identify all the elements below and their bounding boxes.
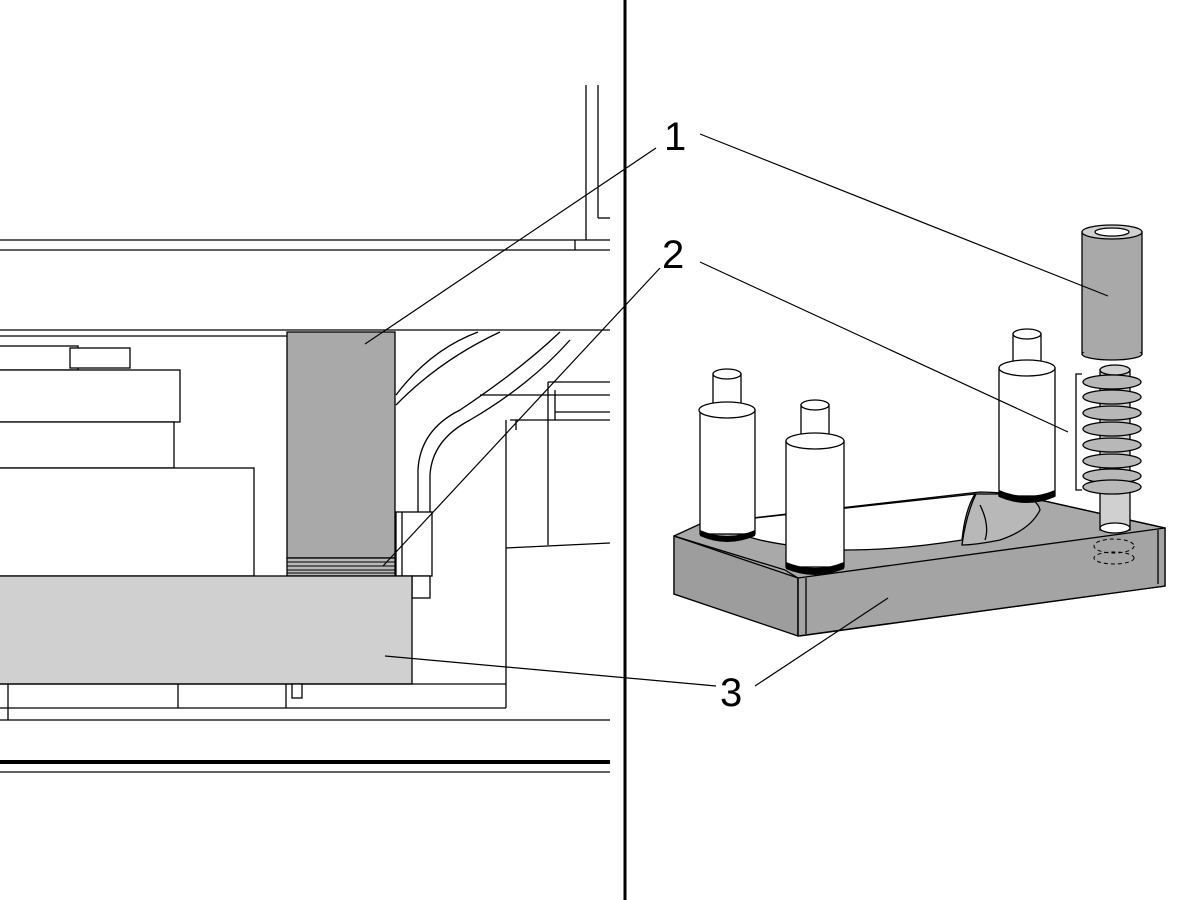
callout-3: 3: [720, 671, 742, 715]
callout-1: 1: [664, 115, 686, 159]
installed-view-panel: [0, 85, 611, 773]
leader-lines: [364, 133, 1109, 687]
support-post: [785, 399, 845, 575]
support-post: [998, 328, 1056, 503]
part-1-sleeve: [1081, 224, 1143, 361]
part-3-installed: [0, 575, 413, 685]
exploded-view-panel: [673, 224, 1166, 637]
part-2-installed: [286, 557, 396, 577]
part-1-installed: [286, 331, 396, 559]
callout-2: 2: [662, 233, 684, 277]
support-post: [698, 368, 756, 542]
part-2-washer-stack: [1075, 364, 1142, 534]
